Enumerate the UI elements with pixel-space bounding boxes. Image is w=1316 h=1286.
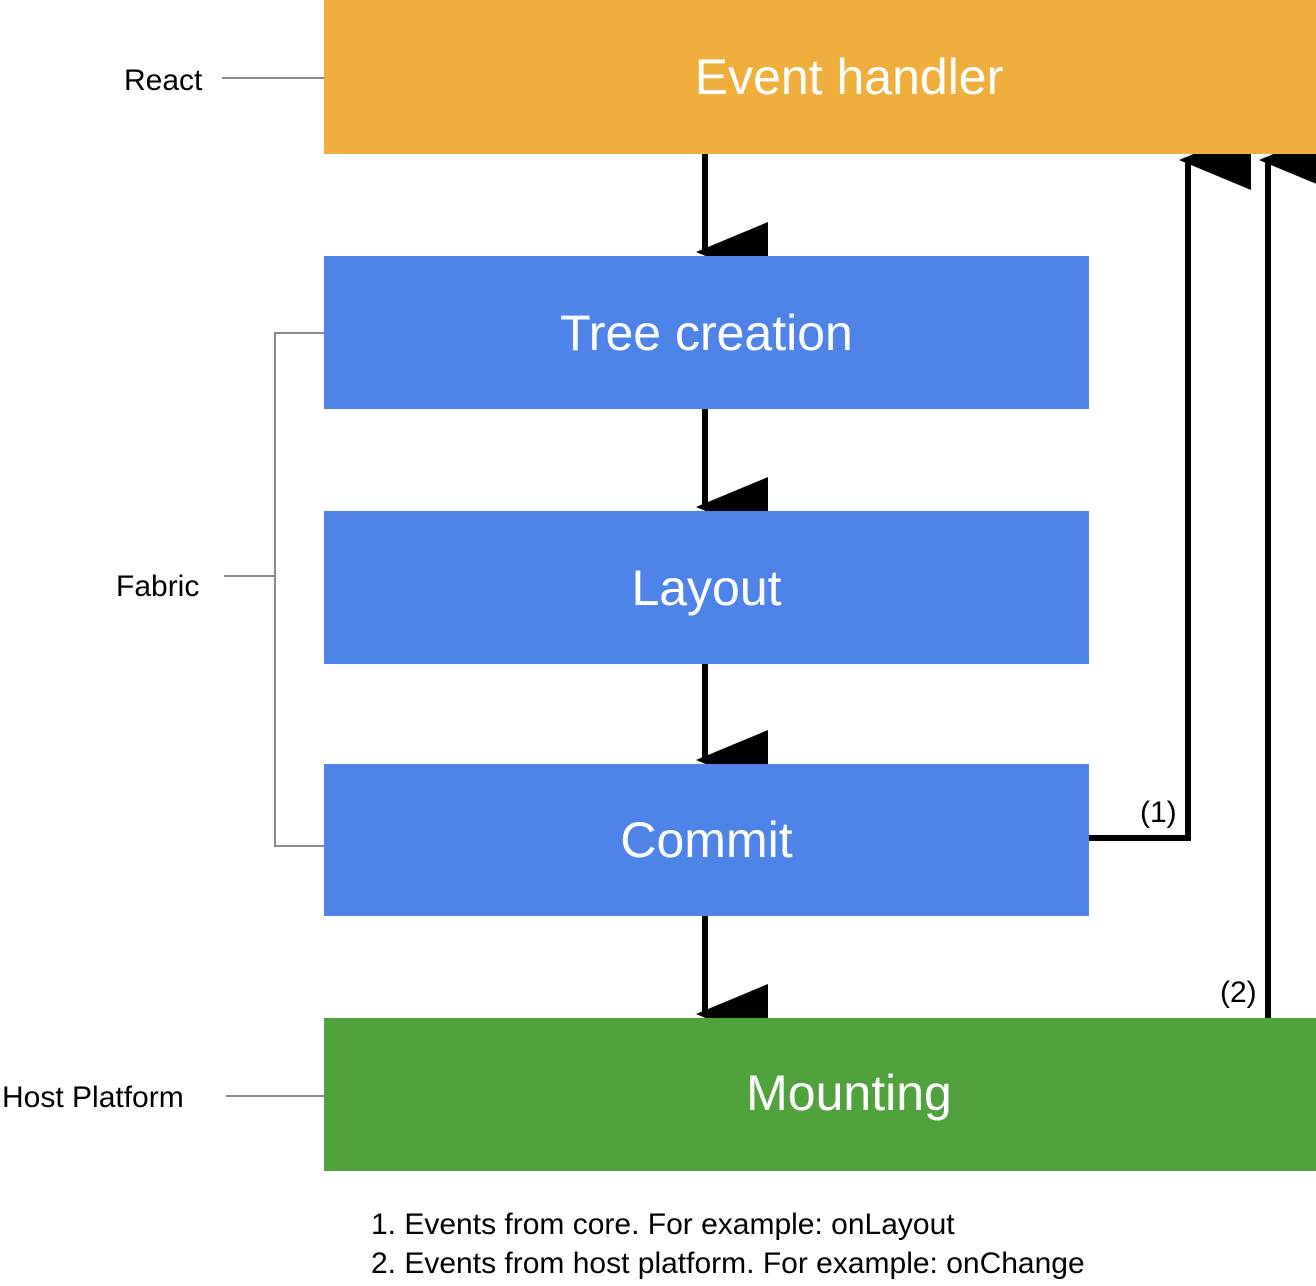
node-tree-creation[interactable]: Tree creation: [324, 256, 1089, 409]
footnotes: 1. Events from core. For example: onLayo…: [371, 1205, 1085, 1283]
arrow-commit-to-event-handler: [1089, 130, 1251, 841]
edge-label-2: (2): [1220, 976, 1257, 1009]
footnote-line-2: 2. Events from host platform. For exampl…: [371, 1247, 1085, 1280]
node-layout-label: Layout: [631, 559, 782, 616]
node-commit-label: Commit: [620, 812, 793, 868]
node-commit[interactable]: Commit: [324, 764, 1089, 916]
edge-label-1: (1): [1140, 796, 1177, 829]
node-mounting-label: Mounting: [746, 1065, 952, 1121]
layer-label-react: React: [124, 64, 203, 97]
layer-label-host-platform: Host Platform: [2, 1081, 184, 1114]
node-event-handler-label: Event handler: [694, 49, 1004, 105]
layer-label-fabric: Fabric: [116, 570, 200, 603]
node-event-handler[interactable]: Event handler: [324, 0, 1316, 154]
node-layout[interactable]: Layout: [324, 511, 1089, 664]
node-mounting[interactable]: Mounting: [324, 1018, 1316, 1171]
fabric-bracket: [224, 332, 324, 847]
node-tree-creation-label: Tree creation: [560, 304, 853, 361]
footnote-line-1: 1. Events from core. For example: onLayo…: [371, 1208, 955, 1241]
